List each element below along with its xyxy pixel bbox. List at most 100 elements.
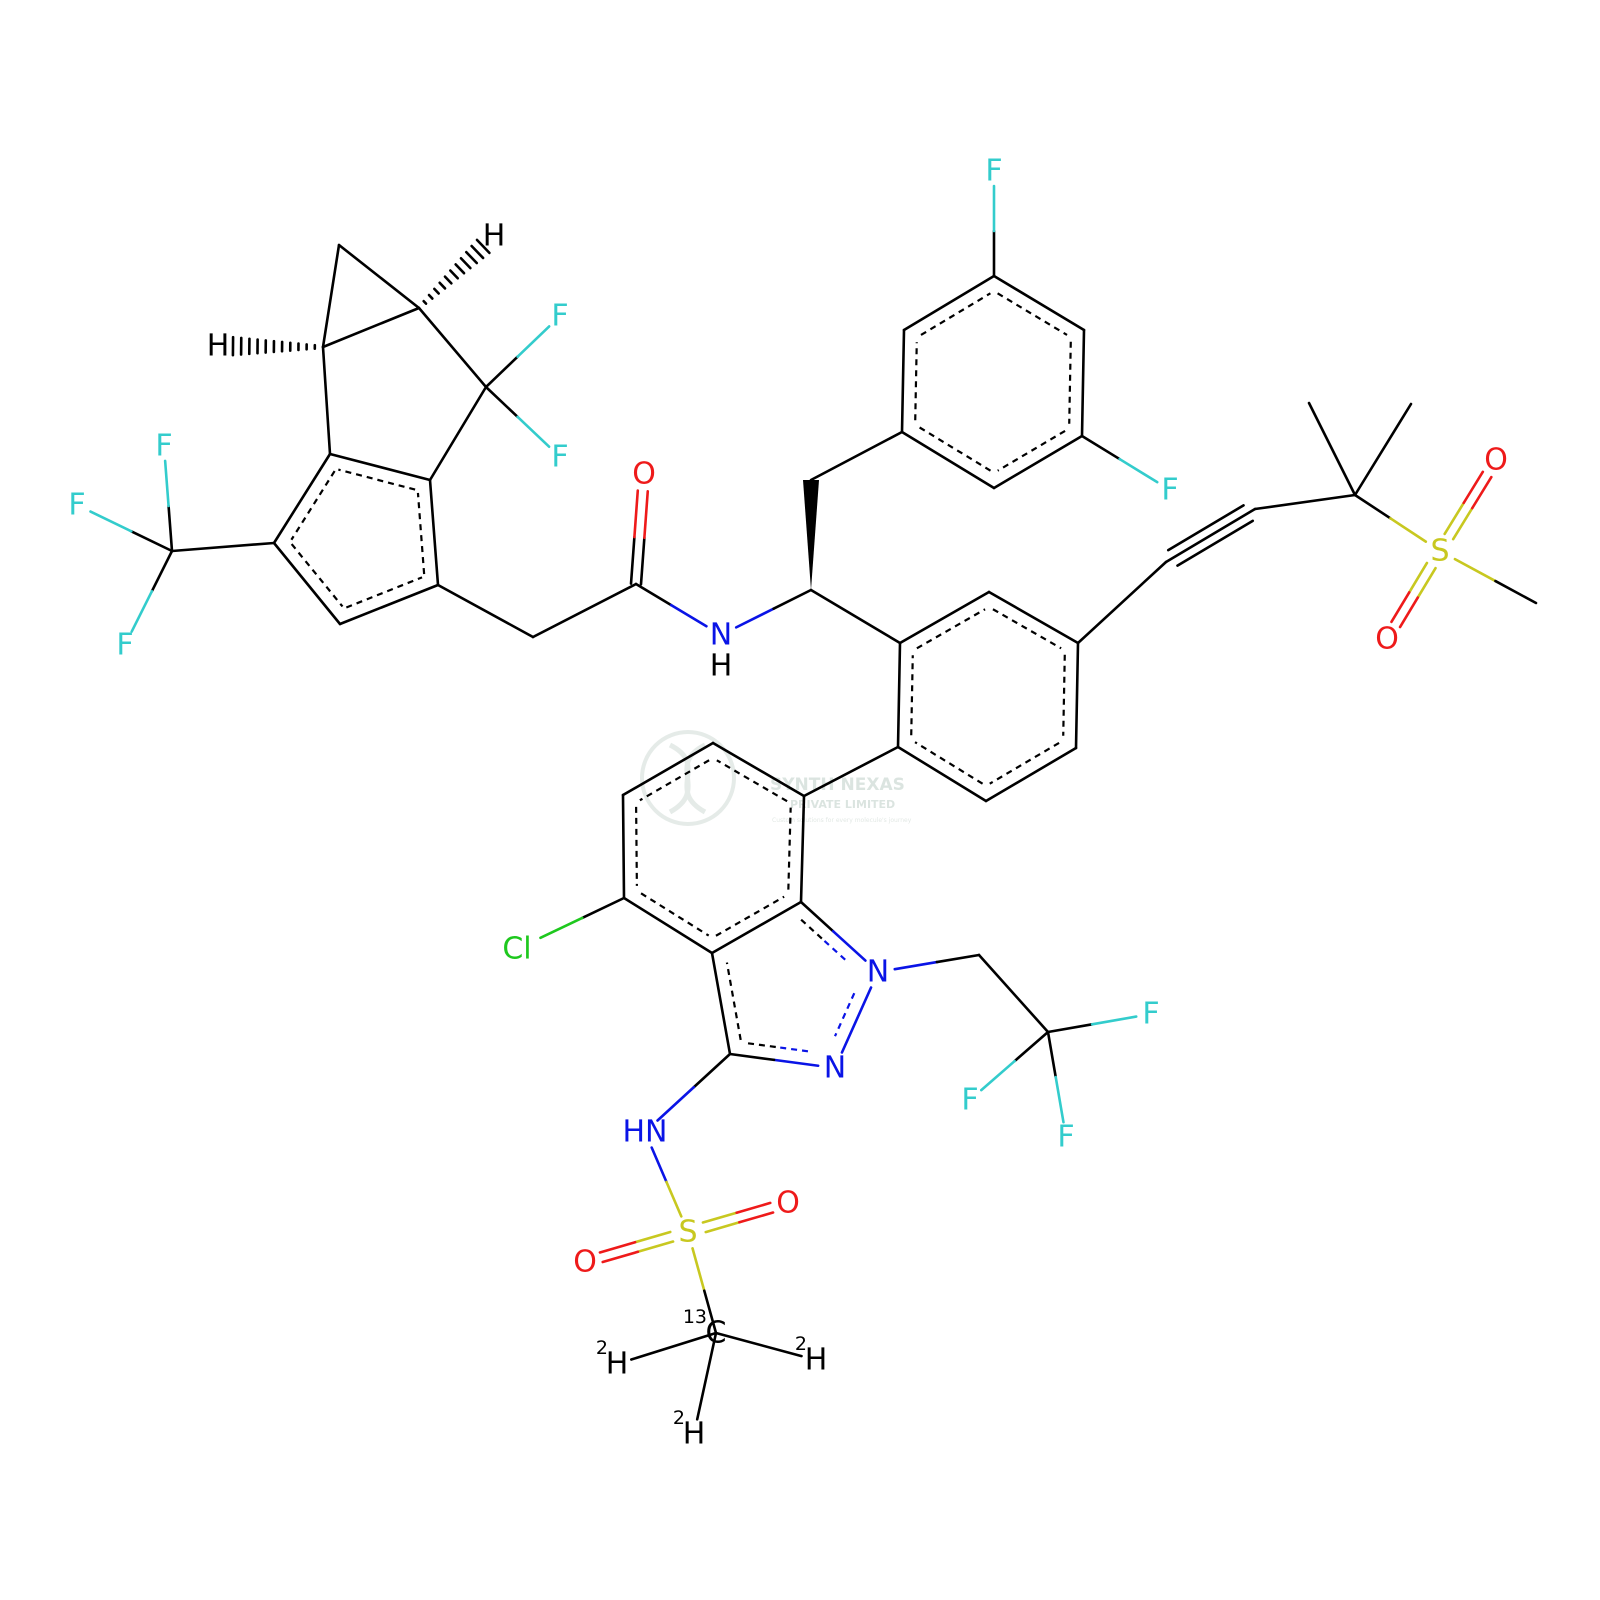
bond-in7a-in7	[799, 794, 806, 904]
bond-alk1-alk2-1	[1164, 507, 1257, 564]
bond-S_sulfonamide-O_sulfonamide_left-2-b	[598, 1240, 637, 1254]
hash-bond-stroke	[464, 250, 479, 265]
bond-cq-me2	[1353, 402, 1413, 497]
bond-ar5-ar6-inner	[997, 429, 1066, 472]
bond-layer	[89, 184, 1538, 1421]
hash-bond-stroke	[432, 287, 441, 295]
atom-label-f-tfe-c: F	[1057, 1120, 1074, 1155]
bond-S_sulfonamide-O_sulfonamide_left-1-b	[601, 1250, 640, 1264]
bond-S_sulfonamide-C13_methyl-b	[702, 1289, 718, 1335]
bond-ar2-ar3	[902, 274, 996, 332]
bond-S_sulfone-O_sulfone_bottom-2-b	[1390, 591, 1411, 624]
bond-ar2-ar3-inner	[920, 292, 991, 336]
bond-cstar-py2	[809, 588, 902, 645]
bond-cf2-F_cf2_a-b	[516, 325, 551, 358]
hash-bond-stroke	[470, 244, 485, 260]
bond-alk1-alk2-2	[1166, 504, 1245, 552]
bond-cf3-F_cf3_b-a	[129, 529, 174, 553]
bond-camide-O_amide-1-a	[629, 535, 636, 585]
bond-ar1-ar2	[900, 328, 906, 434]
bond-pzC1-pzN2	[272, 541, 342, 626]
bond-pzN1-pzC3	[428, 478, 440, 587]
bond-pzC3a-pzC1	[272, 452, 332, 545]
bond-py4-py3	[896, 745, 988, 803]
bond-ar4-ar5-inner	[1068, 341, 1072, 424]
hash-bond-stroke	[422, 299, 428, 305]
isotope-label-d-right: 2	[795, 1333, 807, 1355]
bond-camide-O_amide-2-a	[639, 536, 646, 586]
bond-py4-py3-inner	[914, 741, 984, 785]
bond-N_indazole_2-in3-inner-a	[775, 1045, 809, 1053]
bond-pzN1-pzC3-inner	[416, 492, 426, 575]
watermark-line1: SYNTH NEXAS	[770, 775, 905, 795]
bond-in3-in3a	[710, 951, 732, 1056]
atom-label-d-bottom: H	[683, 1417, 706, 1452]
bond-py2-pyN	[898, 590, 991, 645]
bond-S_sulfone-me3-b	[1494, 579, 1538, 605]
atom-label-f-cf3-c: F	[116, 628, 133, 663]
bond-N_indazole_1-N_indazole_2-inner	[833, 992, 856, 1037]
bond-ar3-ar4	[992, 274, 1086, 332]
isotope-label-d-bottom: 2	[673, 1407, 685, 1429]
bond-cq-S_sulfone-a	[1353, 493, 1392, 520]
bond-N_indazole_1-N_indazole_2	[840, 986, 873, 1054]
bond-camide-N_amide-a	[634, 582, 673, 607]
watermark-tagline: Custom solutions for every molecule's jo…	[772, 817, 912, 824]
atom-label-d-left: H	[606, 1347, 629, 1382]
bond-pyN-py6-inner	[992, 608, 1062, 650]
bond-in7-in6	[711, 741, 806, 798]
bond-S_sulfone-me3-a	[1453, 557, 1497, 583]
bond-pyN-py6	[987, 590, 1080, 645]
bond-ar4-ar5	[1080, 328, 1086, 438]
atom-label-h-cp-left: H	[207, 329, 230, 364]
watermark-helix-icon	[668, 742, 707, 815]
bond-cf3-F_cf3_b-b	[89, 510, 133, 533]
bond-pzC1-cf3	[170, 541, 276, 553]
bond-camide-O_amide-1-b	[633, 489, 640, 539]
atom-label-s-sulfonamide: S	[678, 1215, 697, 1250]
bond-in4-in3a-inner	[640, 892, 710, 937]
hash-bond-stroke	[427, 293, 434, 300]
bond-N_amide-cstar-a	[734, 607, 775, 629]
bond-S_sulfone-O_sulfone_top-2-a	[1451, 506, 1474, 541]
bond-in5-in4-inner	[635, 806, 638, 886]
hash-bond-stroke	[443, 275, 453, 285]
atom-label-f-tfe-b: F	[961, 1083, 978, 1118]
bond-pzC1-pzN2-inner	[290, 543, 344, 608]
bond-S_sulfonamide-O_sulfonamide_left-1-a	[636, 1240, 675, 1254]
bond-ar6-ar1-inner	[918, 426, 992, 472]
hash-bond-stroke	[459, 256, 472, 270]
atom-label-s-sulfone: S	[1430, 534, 1449, 569]
bond-in7-in6-inner	[716, 759, 788, 803]
bond-tfe2-F_tfe_b-a	[1013, 1030, 1050, 1063]
bond-py6-py5	[1074, 641, 1080, 750]
hash-bond-stroke	[454, 263, 466, 275]
bond-tfe1-tfe2	[977, 953, 1050, 1034]
bond-camide-N_amide-b	[669, 603, 708, 628]
bond-S_sulfonamide-O_sulfonamide_right-1-b	[735, 1201, 772, 1214]
atom-label-cl-indazole: Cl	[502, 932, 531, 967]
atom-label-o-sulfone-top: O	[1484, 443, 1508, 478]
atom-label-n-indazole-2: N	[824, 1051, 846, 1086]
hash-bond-stroke	[438, 281, 447, 290]
bond-ar5-ar6	[992, 434, 1084, 490]
bond-C13_methyl-D_left	[630, 1331, 718, 1361]
bond-S_sulfonamide-O_sulfonamide_right-1-a	[701, 1211, 738, 1224]
bond-py2-pyN-inner	[916, 608, 986, 650]
watermark-logo-icon	[640, 730, 736, 826]
bond-py6-py5-inner	[1062, 654, 1066, 736]
bond-S_sulfone-O_sulfone_bottom-1-b	[1398, 596, 1420, 629]
atom-label-o-sulfone-bottom: O	[1375, 622, 1399, 657]
bond-cf3-F_cf3_a-a	[167, 504, 174, 553]
bond-camide-O_amide-2-b	[643, 490, 650, 540]
wedge-bond	[803, 480, 819, 590]
bond-ar5-F_aryl_right-a	[1080, 434, 1121, 461]
bond-cf2-F_cf2_b-a	[484, 385, 519, 419]
bond-in7a-N_indazole_1-a	[799, 900, 835, 933]
hash-bond-stroke	[448, 269, 460, 280]
bond-N_indazole_2-in3-inner-b	[743, 1041, 776, 1049]
bond-S_sulfone-O_sulfone_bottom-2-a	[1407, 561, 1429, 594]
bond-cf3-F_cf3_c-a	[150, 549, 174, 593]
